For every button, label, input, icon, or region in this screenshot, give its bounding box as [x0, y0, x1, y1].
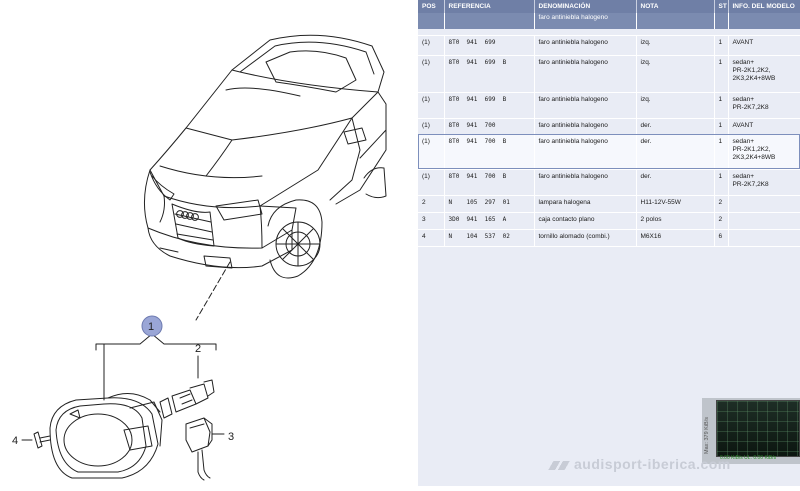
cell-denominacion: faro antiniebla halogeno: [534, 55, 637, 92]
cell-nota: izq.: [636, 55, 715, 92]
col-header-denominacion[interactable]: DENOMINACIÓN: [534, 0, 637, 13]
table-row[interactable]: (1) 8T0 941 699 faro antiniebla halogeno…: [418, 35, 800, 55]
network-monitor-widget[interactable]: Max: 379 KiB/s 0.00 KiB/s UL: 0.00 KiB/s: [702, 398, 800, 464]
cell-nota: 2 polos: [636, 212, 715, 229]
table-row-selected[interactable]: (1) 8T0 941 700 B faro antiniebla haloge…: [418, 134, 800, 169]
cell-nota: H11-12V-55W: [636, 195, 715, 212]
callout-2: 2: [195, 343, 201, 355]
cell-st: 2: [714, 195, 729, 212]
cell-referencia: 3D0 941 165 A: [444, 212, 535, 229]
car-drawing: [144, 34, 387, 279]
cell-denominacion: caja contacto plano: [534, 212, 637, 229]
col-header-pos[interactable]: POS: [418, 0, 445, 13]
table-row[interactable]: 3 3D0 941 165 A caja contacto plano 2 po…: [418, 212, 800, 229]
cell-denominacion: tornillo alomado (combi.): [534, 229, 637, 246]
cell-pos: 2: [418, 195, 445, 212]
cell-pos: (1): [418, 169, 445, 195]
watermark-text: audisport-iberica.com: [574, 456, 731, 472]
cell-referencia: 8T0 941 700: [444, 118, 535, 134]
table-header: POS REFERENCIA DENOMINACIÓN NOTA ST INFO…: [418, 0, 800, 13]
cell-denominacion: faro antiniebla halogeno: [534, 92, 637, 118]
cell-st: 1: [714, 92, 729, 118]
connector-drawing: [185, 417, 225, 481]
cell-info: sedan+ PR-2K7,2K8: [728, 92, 800, 118]
cell-info: AVANT: [728, 35, 800, 55]
network-graph: [716, 400, 800, 457]
cell-info: [728, 229, 800, 246]
cell-st: 1: [714, 134, 729, 169]
callout-4: 4: [12, 435, 18, 447]
network-max-label: Max: 379 KiB/s: [704, 417, 710, 454]
group-title: faro antiniebla halogeno: [534, 13, 637, 29]
fog-lamp-drawing: [49, 393, 163, 479]
parts-list-panel: POS REFERENCIA DENOMINACIÓN NOTA ST INFO…: [418, 0, 800, 486]
watermark-logo-icon: [548, 460, 570, 470]
cell-referencia: N 105 297 01: [444, 195, 535, 212]
cell-denominacion: faro antiniebla halogeno: [534, 118, 637, 134]
cell-nota: der.: [636, 169, 715, 195]
col-header-referencia[interactable]: REFERENCIA: [444, 0, 535, 13]
leader-line: [195, 261, 231, 321]
cell-info: AVANT: [728, 118, 800, 134]
network-graph-grid: [717, 401, 799, 456]
diagram-svg: 1 2 3: [12, 34, 387, 481]
cell-referencia: N 104 537 02: [444, 229, 535, 246]
cell-nota: M6X16: [636, 229, 715, 246]
halogen-bulb-drawing: [159, 379, 215, 419]
table-row[interactable]: (1) 8T0 941 700 faro antiniebla halogeno…: [418, 118, 800, 134]
cell-info: sedan+ PR-2K1,2K2, 2K3,2K4+8WB: [728, 134, 800, 169]
cell-denominacion: faro antiniebla halogeno: [534, 35, 637, 55]
col-header-info[interactable]: INFO. DEL MODELO: [728, 0, 800, 13]
parts-table: POS REFERENCIA DENOMINACIÓN NOTA ST INFO…: [418, 0, 800, 247]
cell-nota: izq.: [636, 92, 715, 118]
cell-denominacion: lampara halogena: [534, 195, 637, 212]
cell-pos: (1): [418, 55, 445, 92]
cell-info: sedan+ PR-2K1,2K2, 2K3,2K4+8WB: [728, 55, 800, 92]
table-row[interactable]: 2 N 105 297 01 lampara halogena H11-12V-…: [418, 195, 800, 212]
cell-info: [728, 195, 800, 212]
cell-st: 6: [714, 229, 729, 246]
callout-bubble-1[interactable]: [141, 315, 163, 337]
cell-pos: 4: [418, 229, 445, 246]
cell-pos: 3: [418, 212, 445, 229]
cell-denominacion: faro antiniebla halogeno: [534, 169, 637, 195]
cell-info: [728, 212, 800, 229]
site-watermark: audisport-iberica.com: [548, 456, 731, 472]
cell-referencia: 8T0 941 699 B: [444, 92, 535, 118]
cell-nota: der.: [636, 134, 715, 169]
callout-3: 3: [228, 431, 234, 443]
cell-st: 1: [714, 118, 729, 134]
cell-nota: der.: [636, 118, 715, 134]
cell-pos: (1): [418, 92, 445, 118]
cell-pos: (1): [418, 134, 445, 169]
col-header-st[interactable]: ST: [714, 0, 729, 13]
cell-nota: izq.: [636, 35, 715, 55]
cell-referencia: 8T0 941 699 B: [444, 55, 535, 92]
table-row[interactable]: 4 N 104 537 02 tornillo alomado (combi.)…: [418, 229, 800, 246]
col-header-nota[interactable]: NOTA: [636, 0, 715, 13]
table-row[interactable]: (1) 8T0 941 699 B faro antiniebla haloge…: [418, 55, 800, 92]
cell-referencia: 8T0 941 699: [444, 35, 535, 55]
cell-denominacion: faro antiniebla halogeno: [534, 134, 637, 169]
cell-st: 1: [714, 55, 729, 92]
cell-st: 2: [714, 212, 729, 229]
cell-info: sedan+ PR-2K7,2K8: [728, 169, 800, 195]
table-row[interactable]: (1) 8T0 941 699 B faro antiniebla haloge…: [418, 92, 800, 118]
cell-referencia: 8T0 941 700 B: [444, 134, 535, 169]
cell-referencia: 8T0 941 700 B: [444, 169, 535, 195]
group-title-row: faro antiniebla halogeno: [418, 13, 800, 29]
parts-diagram: 1 2 3: [12, 34, 387, 481]
cell-st: 1: [714, 169, 729, 195]
network-stats: 0.00 KiB/s UL: 0.00 KiB/s: [720, 455, 777, 461]
cell-pos: (1): [418, 118, 445, 134]
screw-drawing: [21, 431, 51, 449]
cell-st: 1: [714, 35, 729, 55]
callout-1: 1: [148, 321, 154, 333]
table-row[interactable]: (1) 8T0 941 700 B faro antiniebla haloge…: [418, 169, 800, 195]
cell-pos: (1): [418, 35, 445, 55]
